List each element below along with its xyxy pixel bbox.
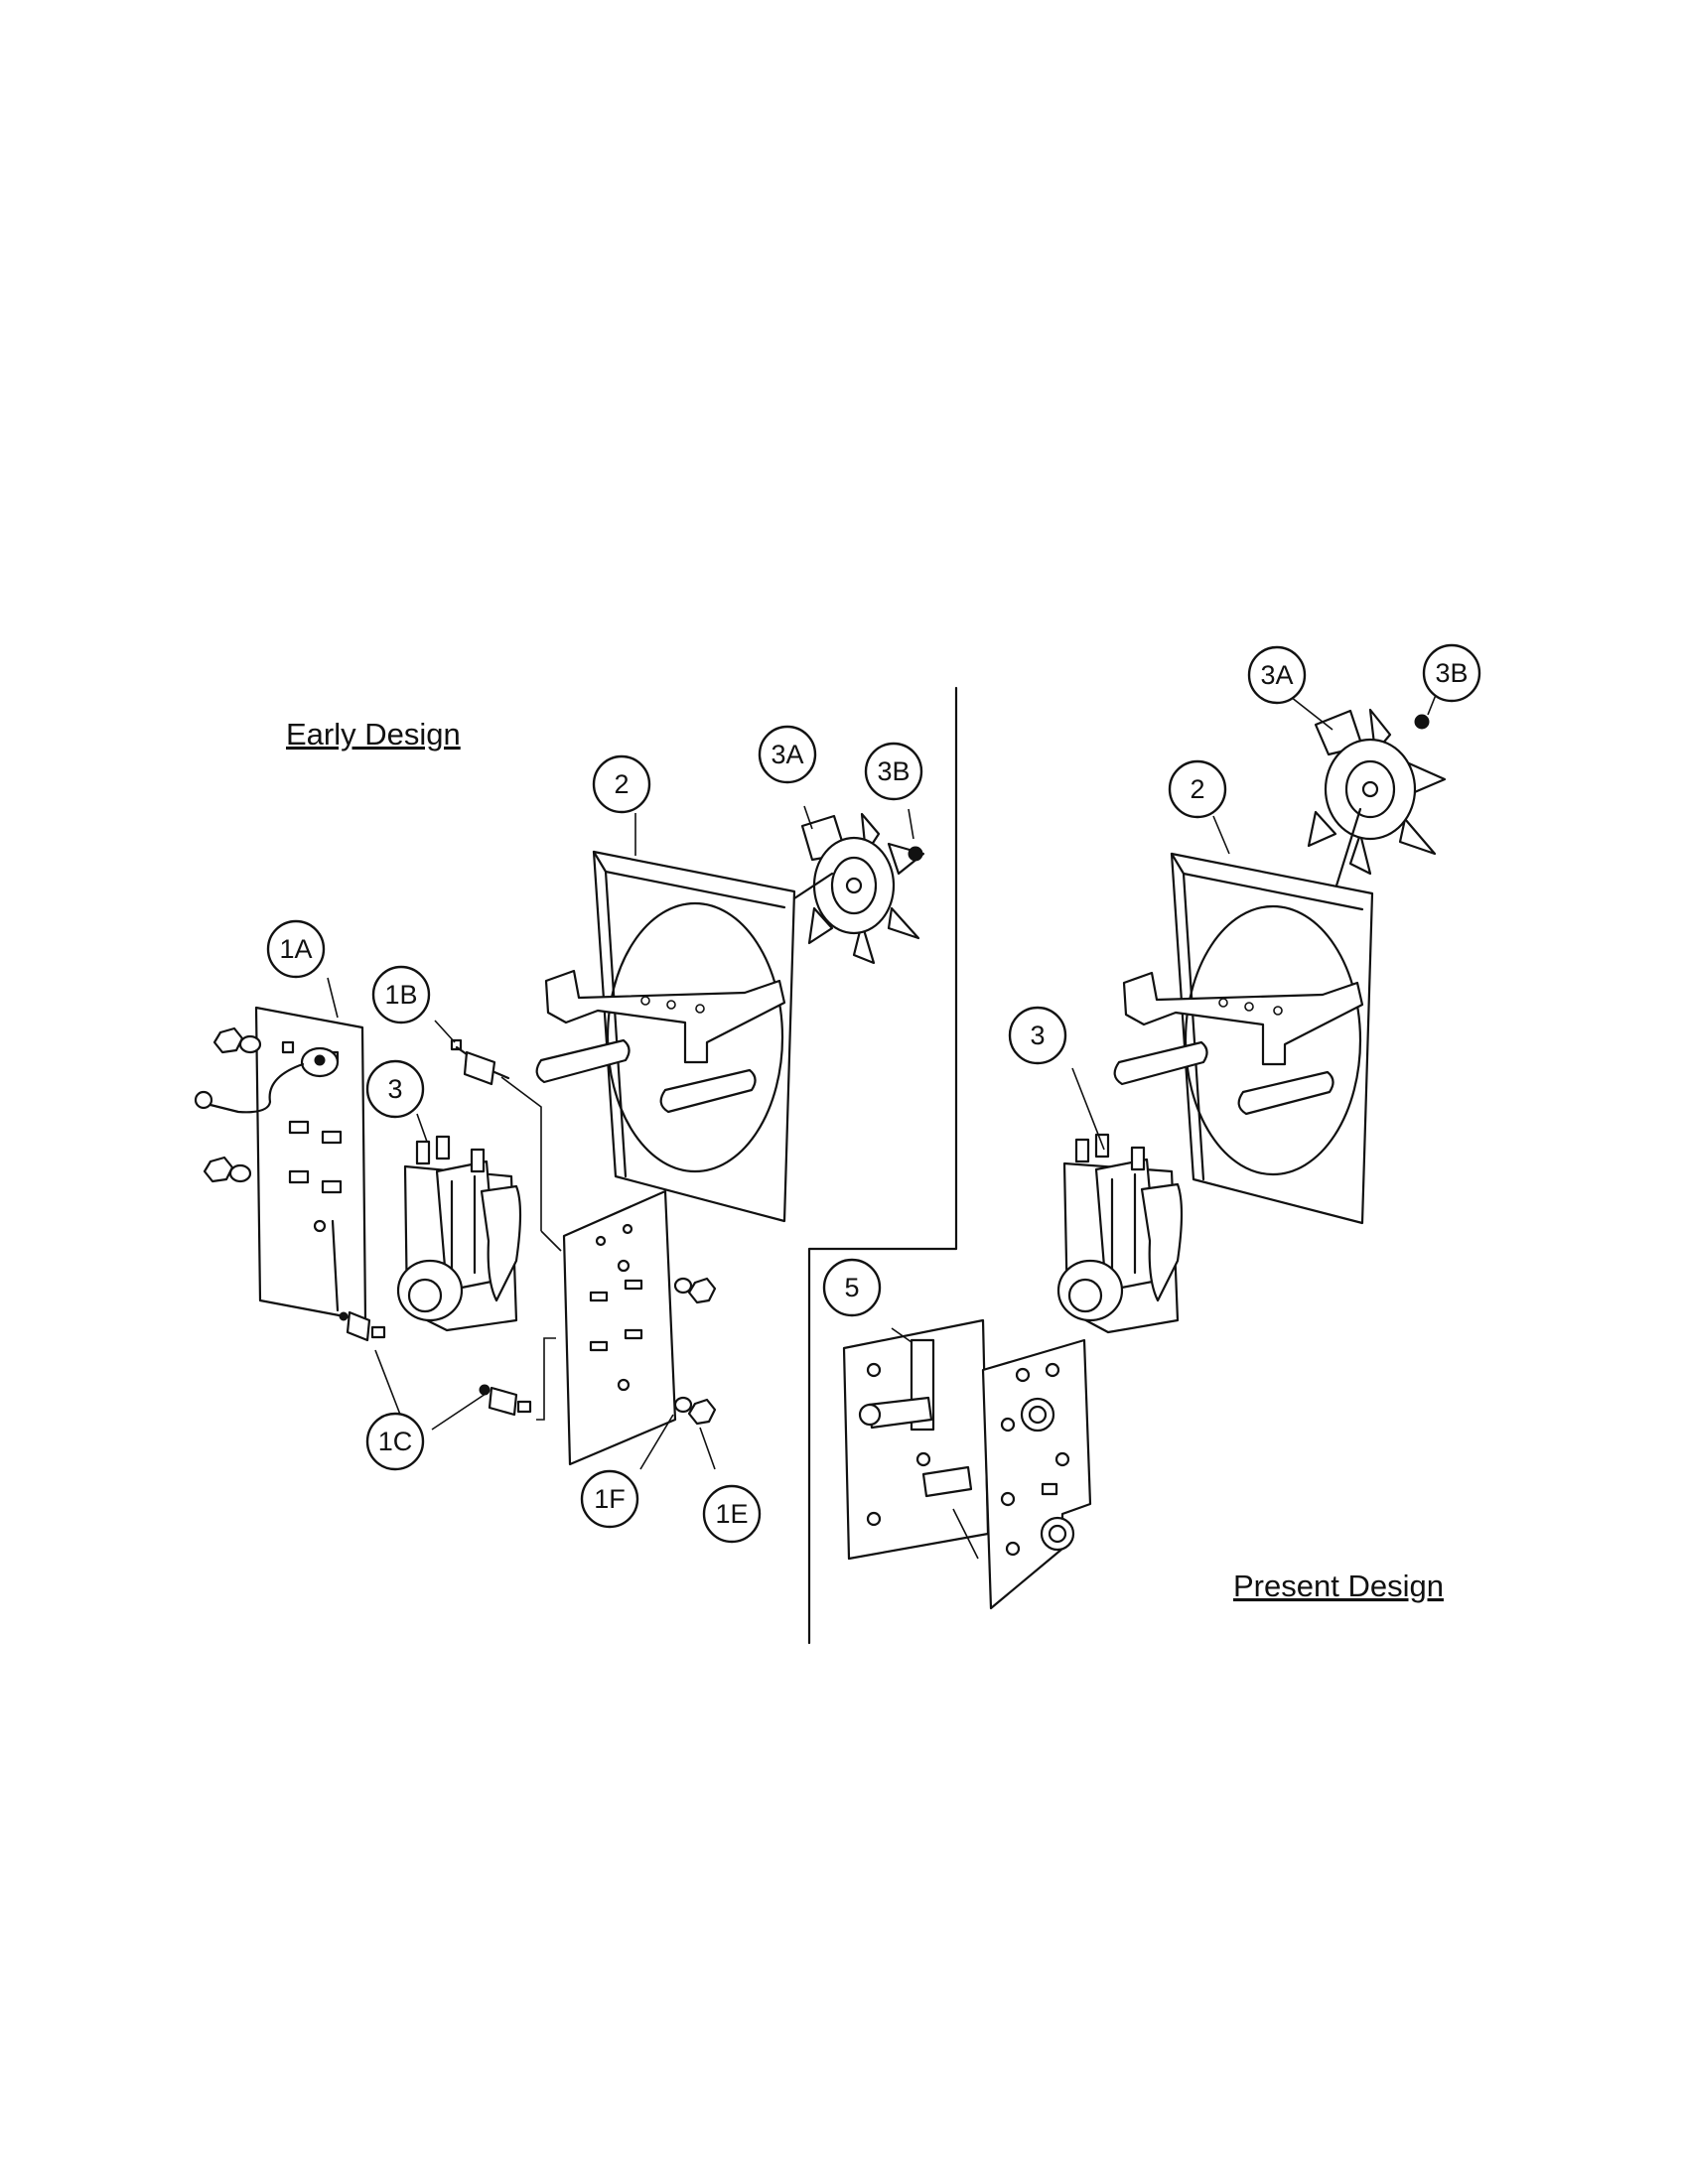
callout-label: 3	[1030, 1021, 1045, 1050]
callout-present-3b: 3B	[1422, 643, 1481, 703]
callout-label: 3A	[1260, 660, 1293, 690]
leader-lines-early	[327, 805, 914, 1470]
callout-early-1a: 1A	[266, 919, 326, 979]
callout-label: 3B	[1435, 658, 1468, 688]
blower-housing-early	[535, 850, 796, 1223]
thermostat-1b	[450, 1038, 510, 1086]
callout-early-1b: 1B	[371, 965, 431, 1024]
callout-label: 2	[614, 769, 629, 799]
callout-label: 5	[844, 1273, 859, 1302]
callout-label: 1F	[594, 1484, 626, 1514]
callout-present-3a: 3A	[1247, 645, 1307, 705]
thermostat-1c-lower	[479, 1384, 532, 1417]
present-design-title: Present Design	[1233, 1569, 1444, 1603]
callout-early-2: 2	[592, 754, 651, 814]
callout-present-3: 3	[1008, 1006, 1067, 1065]
callout-early-1f: 1F	[580, 1469, 639, 1529]
screw-3b-present	[1414, 714, 1430, 730]
wire-lines-early	[500, 1076, 562, 1421]
early-design-title: Early Design	[286, 717, 461, 751]
mounting-plate-early	[562, 1189, 717, 1466]
callout-label: 1B	[384, 980, 417, 1010]
control-assembly-5	[842, 1318, 1092, 1610]
callout-present-5: 5	[822, 1258, 882, 1317]
motor-3-present	[1056, 1133, 1184, 1334]
section-divider	[807, 686, 958, 1645]
callout-early-1c: 1C	[365, 1412, 425, 1471]
callout-early-1e: 1E	[702, 1484, 762, 1544]
fan-blade-present	[1289, 708, 1447, 1034]
callout-present-2: 2	[1168, 759, 1227, 819]
callout-label: 1A	[279, 934, 312, 964]
blower-housing-present	[1113, 852, 1374, 1225]
callout-label: 3	[387, 1074, 402, 1104]
callout-early-3: 3	[365, 1059, 425, 1119]
callout-label: 1C	[378, 1427, 413, 1456]
screw-3b-early	[908, 846, 923, 862]
thermostat-1c-upper	[331, 1219, 386, 1342]
bracket-plate-1a	[194, 1006, 367, 1322]
callout-label: 3A	[771, 740, 803, 769]
leader-lines-present	[891, 689, 1439, 1343]
callout-label: 3B	[877, 756, 910, 786]
motor-3-early	[396, 1135, 522, 1332]
callout-label: 2	[1190, 774, 1204, 804]
callout-early-3a: 3A	[758, 725, 817, 784]
fan-blade-early	[792, 812, 925, 965]
callout-early-3b: 3B	[864, 742, 923, 801]
callout-label: 1E	[715, 1499, 748, 1529]
